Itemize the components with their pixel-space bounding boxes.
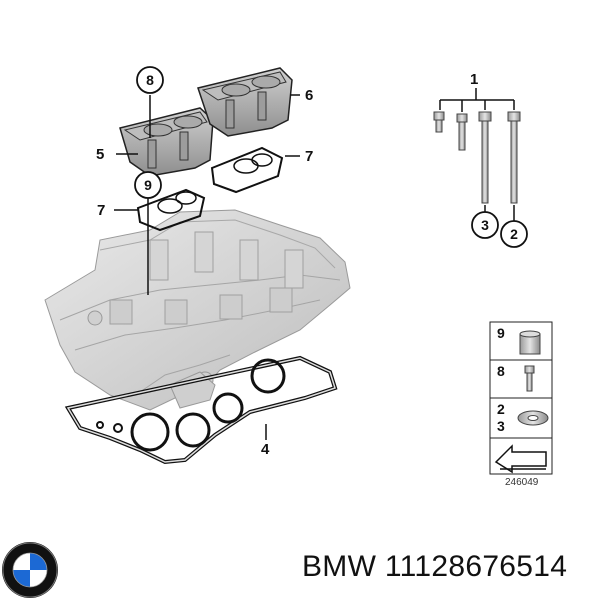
callout-2: 2: [510, 226, 518, 242]
head-gasket: [64, 355, 338, 465]
part-number: 11128676514: [384, 550, 568, 583]
dowel-sleeve-icon: [519, 330, 541, 355]
bolt-set-1: [433, 111, 521, 204]
legend-num-9: 9: [497, 325, 505, 341]
bearing-cap-6: [197, 67, 293, 137]
legend-num-3: 3: [497, 418, 505, 434]
gasket-7-left: [136, 188, 206, 232]
callout-7-right: 7: [305, 148, 313, 165]
leader-lines: [114, 88, 515, 440]
callout-8: 8: [146, 72, 154, 88]
legend-num-2: 2: [497, 401, 505, 417]
callout-9: 9: [144, 177, 152, 193]
legend-num-8: 8: [497, 363, 505, 379]
legend-panel: 9 8 2 3: [489, 321, 553, 475]
bmw-logo: [2, 542, 58, 598]
callout-2-ring: [500, 220, 528, 248]
diagram-id: 246049: [505, 477, 539, 488]
callout-3-ring: [471, 211, 499, 239]
bearing-cap-5: [119, 107, 214, 177]
cylinder-head: [44, 209, 351, 411]
part-caption: BMW 11128676514: [302, 550, 567, 584]
screw-icon: [524, 365, 535, 392]
gasket-7-right: [210, 146, 284, 194]
callout-9-ring: [134, 171, 162, 199]
callout-8-ring: [136, 66, 164, 94]
callout-6: 6: [305, 87, 313, 104]
washer-icon: [517, 410, 549, 426]
callout-7-left: 7: [97, 202, 105, 219]
callout-1: 1: [470, 71, 478, 88]
callout-4: 4: [261, 441, 270, 458]
brand-name: BMW: [302, 550, 385, 583]
arrow-icon: [494, 444, 547, 474]
callout-3: 3: [481, 217, 489, 233]
callouts: 1 3 2 8 9 5 6 7 7 4: [96, 66, 528, 458]
callout-5: 5: [96, 146, 104, 163]
